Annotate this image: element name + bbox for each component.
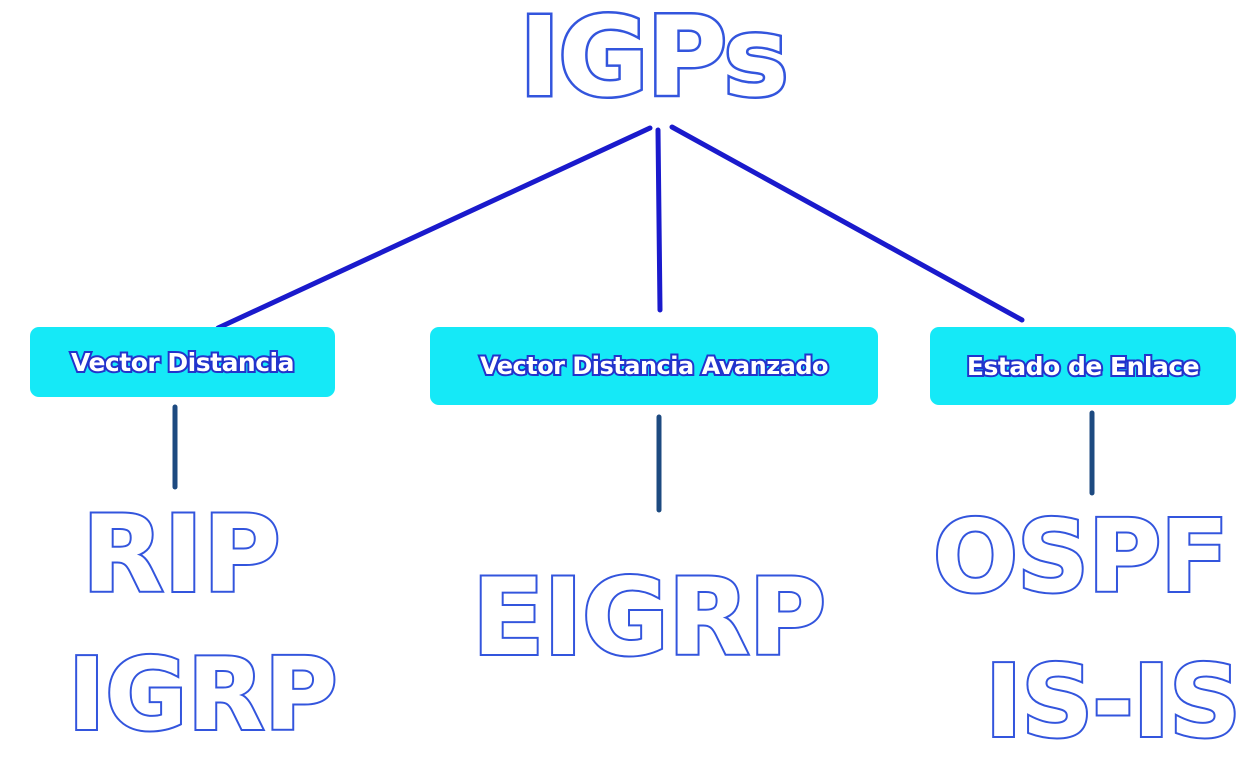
protocol-is-is: IS-IS [983, 643, 1243, 759]
category-label-estado-de-enlace: Estado de Enlace [965, 350, 1202, 383]
connector-root-to-vector-distancia [215, 125, 653, 331]
category-box-estado-de-enlace: Estado de Enlace [930, 327, 1236, 405]
category-box-vector-distancia-avanzado: Vector Distancia Avanzado [430, 327, 878, 405]
protocol-ospf: OSPF [931, 498, 1231, 615]
category-label-vector-distancia-avanzado: Vector Distancia Avanzado [478, 350, 831, 382]
protocol-eigrp: EIGRP [470, 556, 828, 679]
protocol-igrp: IGRP [66, 636, 340, 753]
category-box-vector-distancia: Vector Distancia [30, 327, 335, 397]
connector-root-to-estado-de-enlace [669, 124, 1025, 323]
category-label-vector-distancia: Vector Distancia [69, 346, 297, 379]
connector-root-to-vector-distancia-avanzado [655, 127, 663, 313]
root-node-title: IGPs [517, 0, 791, 121]
protocol-rip: RIP [80, 493, 283, 616]
